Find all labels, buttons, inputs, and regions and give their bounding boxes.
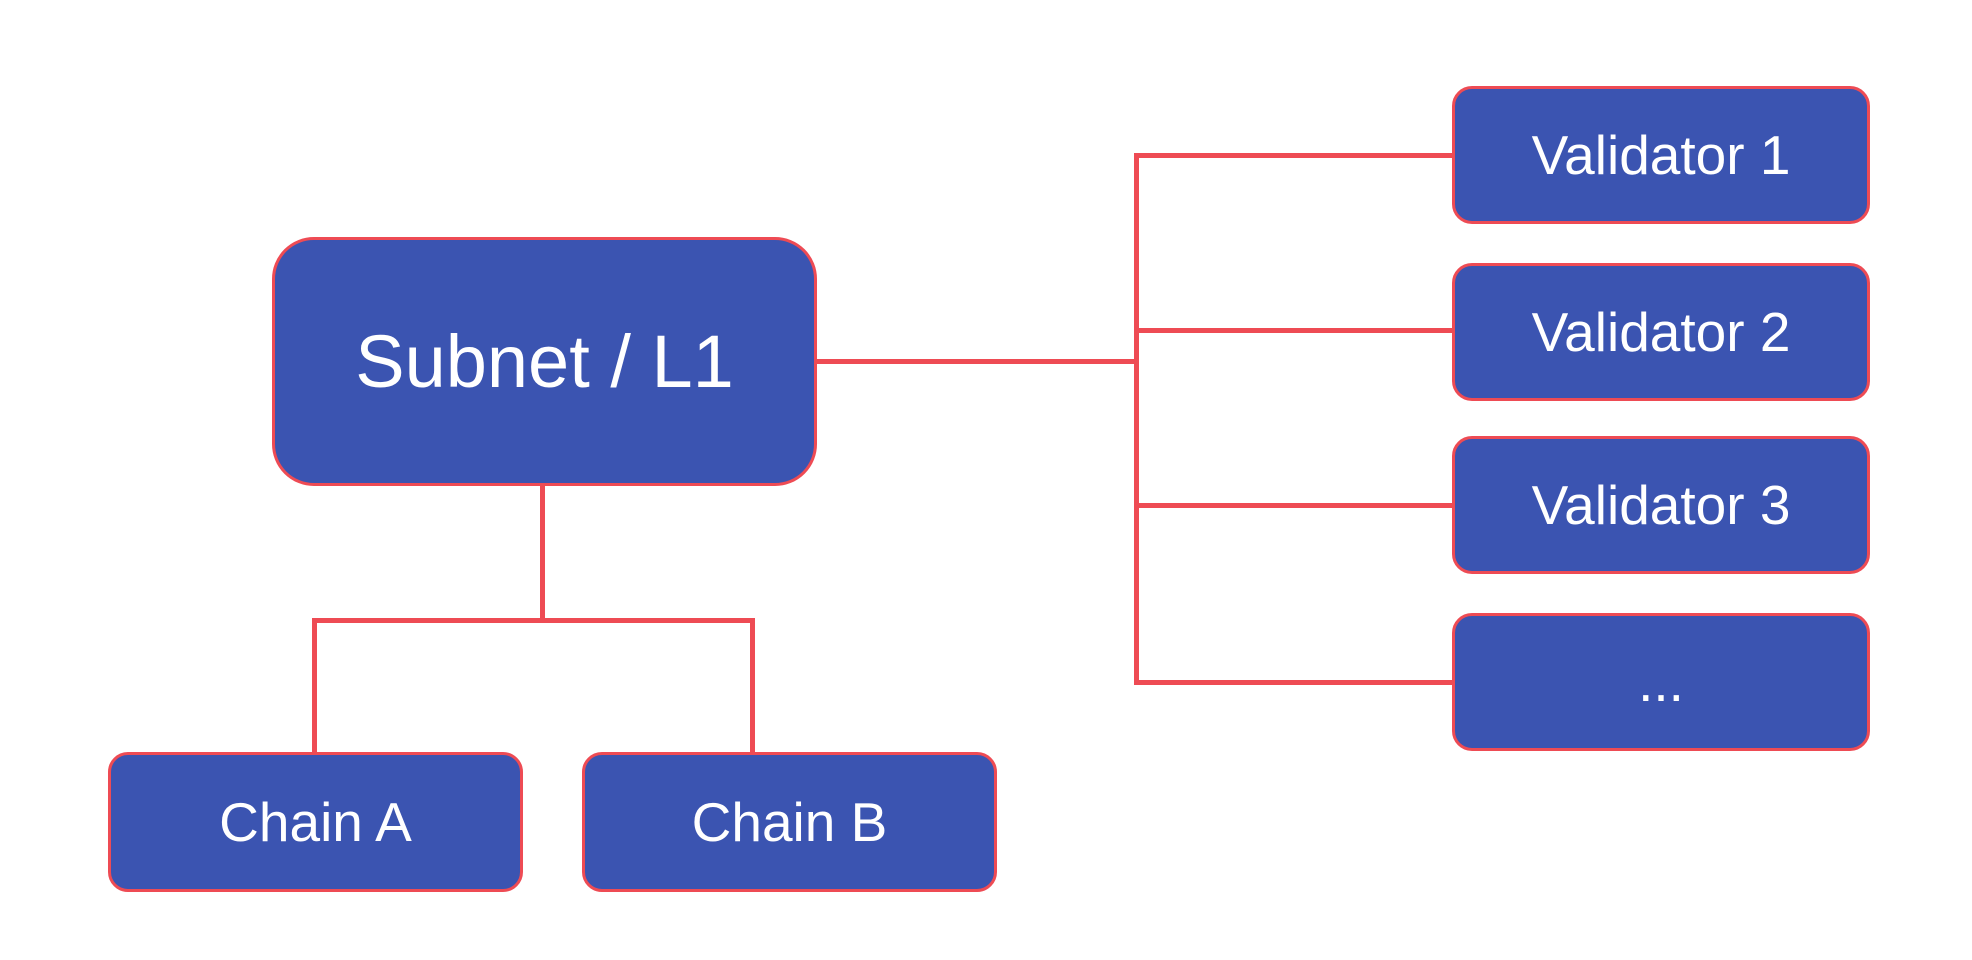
connector-subnet-drop: [540, 486, 545, 623]
node-chain-a-label: Chain A: [219, 790, 412, 853]
node-subnet-l1-label: Subnet / L1: [355, 319, 734, 403]
connector-branch-validator-1: [1136, 153, 1452, 158]
node-validator-2-label: Validator 2: [1531, 300, 1791, 363]
node-validator-more: ...: [1452, 613, 1870, 751]
connector-branch-validator-more: [1136, 680, 1452, 685]
node-validator-more-label: ...: [1638, 650, 1684, 713]
connector-chains-tee-bar: [312, 618, 755, 623]
node-validator-3-label: Validator 3: [1531, 473, 1791, 536]
connector-branch-validator-2: [1136, 328, 1452, 333]
connector-subnet-to-trunk: [817, 359, 1139, 364]
connector-branch-validator-3: [1136, 503, 1452, 508]
connector-validator-trunk: [1134, 153, 1139, 685]
node-chain-a: Chain A: [108, 752, 523, 892]
node-validator-1: Validator 1: [1452, 86, 1870, 224]
node-chain-b: Chain B: [582, 752, 997, 892]
node-validator-2: Validator 2: [1452, 263, 1870, 401]
node-subnet-l1: Subnet / L1: [272, 237, 817, 486]
node-validator-1-label: Validator 1: [1531, 123, 1791, 186]
connector-drop-chain-b: [750, 618, 755, 752]
connector-drop-chain-a: [312, 618, 317, 752]
node-chain-b-label: Chain B: [691, 790, 888, 853]
node-validator-3: Validator 3: [1452, 436, 1870, 574]
